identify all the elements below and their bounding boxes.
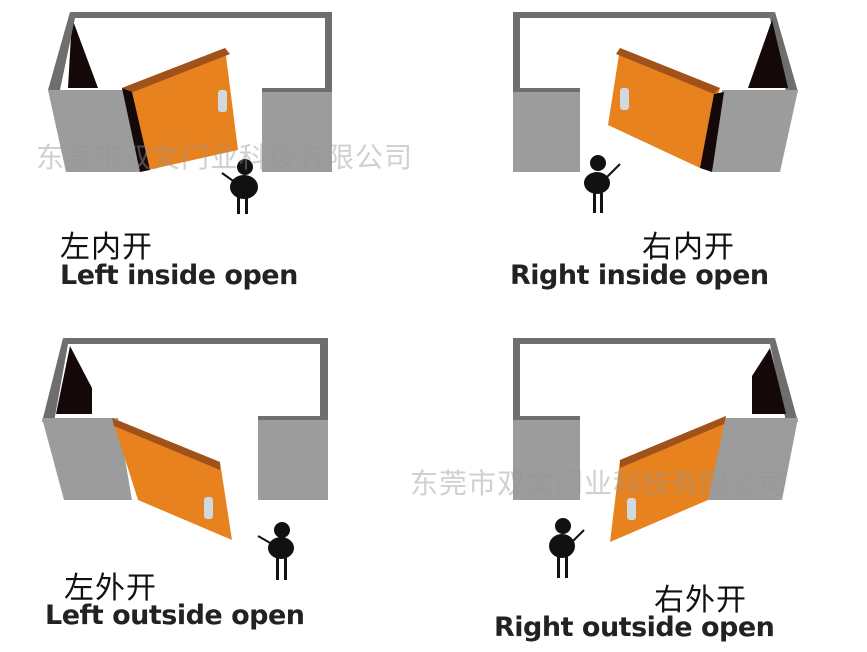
panel-left-inside-open: 左内开 Left inside open	[0, 0, 430, 310]
watermark-bottom: 东莞市双文门业科技有限公司	[410, 467, 788, 500]
person-icon	[584, 155, 621, 213]
person-icon	[257, 522, 294, 580]
label-en: Left outside open	[45, 600, 305, 631]
label-cn: 右内开	[642, 230, 735, 265]
panel-left-outside-open: 左外开 Left outside open	[0, 330, 430, 652]
label-cn: 左内开	[60, 230, 153, 265]
person-icon	[549, 518, 585, 578]
right-outside-door-illustration	[513, 338, 798, 578]
left-outside-door-illustration	[42, 338, 328, 580]
label-cn: 右外开	[654, 583, 747, 618]
label-en: Right inside open	[510, 260, 769, 291]
watermark-top: 东莞市双文门业科技有限公司	[36, 141, 414, 174]
right-inside-door-illustration	[513, 12, 798, 213]
person-icon	[221, 159, 258, 214]
panel-right-outside-open: 右外开 Right outside open	[430, 330, 867, 652]
left-inside-door-illustration	[48, 12, 332, 214]
panel-right-inside-open: 右内开 Right inside open	[430, 0, 867, 310]
label-en: Left inside open	[60, 260, 298, 291]
label-cn: 左外开	[64, 571, 157, 606]
label-en: Right outside open	[494, 612, 775, 643]
